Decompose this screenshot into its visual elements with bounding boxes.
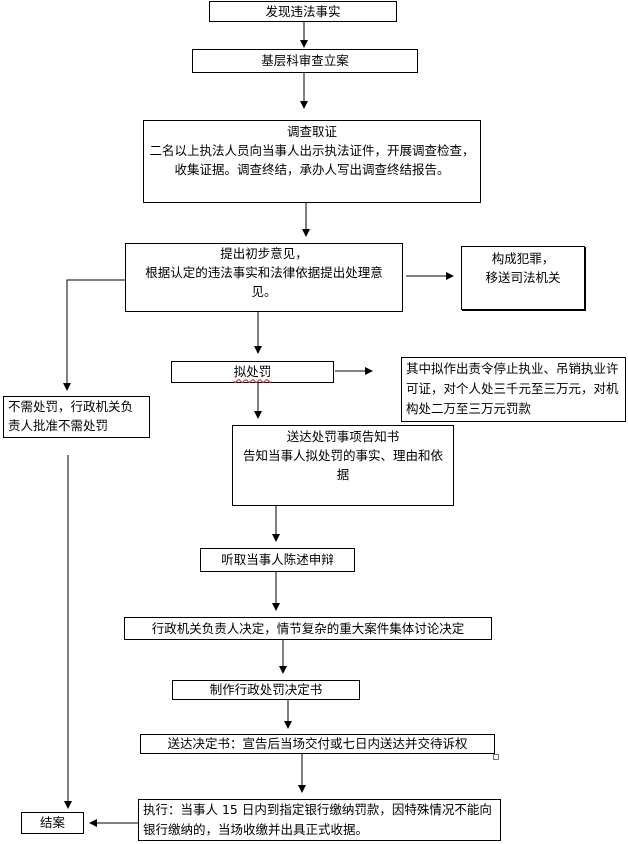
- hearing-box: 听取当事人陈述申辩: [200, 548, 355, 572]
- decision-text: 行政机关负责人决定，情节复杂的重大案件集体讨论决定: [151, 621, 465, 636]
- crime-box: 构成犯罪， 移送司法机关: [461, 246, 585, 310]
- make-doc-text: 制作行政处罚决定书: [209, 682, 323, 697]
- propose-penalty-text: 拟处罚: [233, 364, 272, 379]
- propose-penalty-box: 拟处罚: [171, 361, 334, 383]
- no-penalty-text: 不需处罚，行政机关负责人批准不需处罚: [8, 399, 134, 433]
- notice-box: 送达处罚事项告知书 告知当事人拟处罚的事实、理由和依据: [232, 425, 454, 506]
- opinion-title: 提出初步意见，: [220, 246, 308, 261]
- investigate-title: 调查取证: [286, 124, 337, 139]
- close-text: 结案: [39, 815, 65, 830]
- notice-title: 送达处罚事项告知书: [286, 429, 400, 444]
- decision-box: 行政机关负责人决定，情节复杂的重大案件集体讨论决定: [124, 617, 492, 640]
- close-box: 结案: [21, 812, 84, 834]
- opinion-box: 提出初步意见， 根据认定的违法事实和法律依据提出处理意见。: [125, 243, 403, 312]
- discover-text: 发现违法事实: [265, 4, 341, 19]
- discover-box: 发现违法事实: [209, 1, 397, 22]
- arrow-opinion-no-penalty: [63, 279, 125, 391]
- license-note-box: 其中拟作出责令停止执业、吊销执业许可证，对个人处三千元至三万元，对机构处二万至三…: [401, 357, 626, 422]
- crime-line1: 构成犯罪，: [491, 251, 555, 266]
- execute-text: 执行：当事人 15 日内到指定银行缴纳罚款，因特殊情况不能向银行缴纳的，当场收缴…: [143, 802, 492, 837]
- hearing-text: 听取当事人陈述申辩: [221, 552, 334, 567]
- make-doc-box: 制作行政处罚决定书: [172, 680, 360, 700]
- opinion-text: 根据认定的违法事实和法律依据提出处理意见。: [145, 265, 383, 299]
- execute-box: 执行：当事人 15 日内到指定银行缴纳罚款，因特殊情况不能向银行缴纳的，当场收缴…: [138, 799, 501, 841]
- no-penalty-box: 不需处罚，行政机关负责人批准不需处罚: [3, 396, 150, 438]
- resize-handle-icon: [493, 754, 499, 760]
- notice-text: 告知当事人拟处罚的事实、理由和依据: [242, 448, 443, 482]
- register-text: 基层科审查立案: [261, 53, 349, 68]
- deliver-box: 送达决定书：宣告后当场交付或七日内送达并交待诉权: [140, 734, 495, 754]
- crime-line2: 移送司法机关: [485, 270, 561, 285]
- license-note-text: 其中拟作出责令停止执业、吊销执业许可证，对个人处三千元至三万元，对机构处二万至三…: [406, 361, 619, 416]
- deliver-text: 送达决定书：宣告后当场交付或七日内送达并交待诉权: [167, 736, 468, 751]
- register-box: 基层科审查立案: [192, 49, 418, 73]
- investigate-box: 调查取证 二名以上执法人员向当事人出示执法证件，开展调查检查，收集证据。调查终结…: [143, 120, 481, 203]
- investigate-text: 二名以上执法人员向当事人出示执法证件，开展调查检查，收集证据。调查终结，承办人写…: [149, 143, 475, 177]
